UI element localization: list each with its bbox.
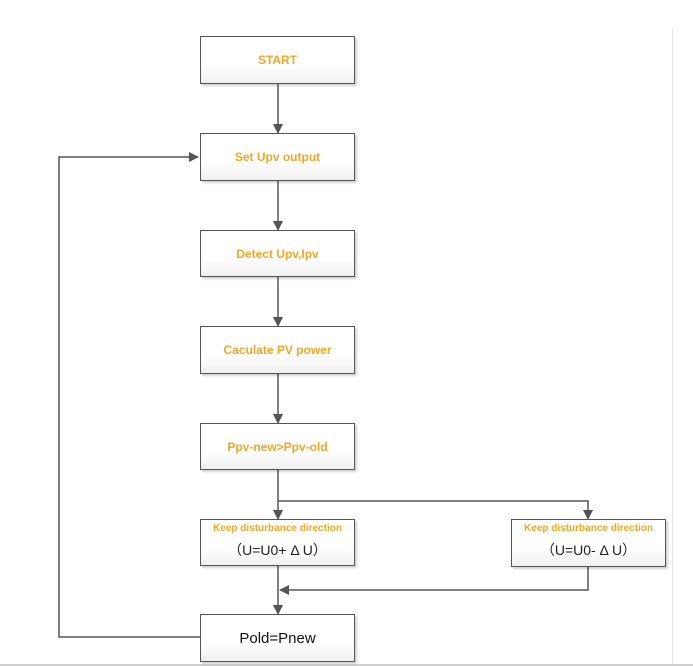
calculate-box: Caculate PV power bbox=[200, 326, 355, 374]
arrow-loop-back-to-set bbox=[58, 152, 200, 638]
update-label: Pold=Pnew bbox=[239, 629, 316, 647]
calculate-label: Caculate PV power bbox=[223, 343, 332, 357]
bottom-edge-divider bbox=[0, 664, 693, 666]
keep-right-title: Keep disturbance direction bbox=[524, 523, 653, 534]
keep-right-box: Keep disturbance direction （U=U0- Δ U） bbox=[511, 519, 666, 567]
start-box: START bbox=[200, 36, 355, 84]
start-label: START bbox=[257, 53, 298, 67]
set-upv-label: Set Upv output bbox=[234, 150, 321, 164]
update-box: Pold=Pnew bbox=[200, 614, 355, 662]
decision-label: Ppv-new>Ppv-old bbox=[227, 439, 328, 454]
keep-left-formula: （U=U0+ Δ U） bbox=[228, 542, 327, 558]
detect-box: Detect Upv,Ipv bbox=[200, 230, 355, 277]
detect-label: Detect Upv,Ipv bbox=[236, 246, 319, 261]
keep-left-box: Keep disturbance direction （U=U0+ Δ U） bbox=[200, 519, 355, 566]
decision-box: Ppv-new>Ppv-old bbox=[200, 423, 355, 470]
right-edge-divider bbox=[672, 28, 673, 666]
arrow-keep-right-to-merge bbox=[279, 567, 589, 595]
set-upv-box: Set Upv output bbox=[200, 133, 355, 181]
keep-left-title: Keep disturbance direction bbox=[213, 523, 342, 534]
arrow-decision-to-keep-right bbox=[278, 500, 593, 520]
keep-right-formula: （U=U0- Δ U） bbox=[540, 542, 637, 558]
